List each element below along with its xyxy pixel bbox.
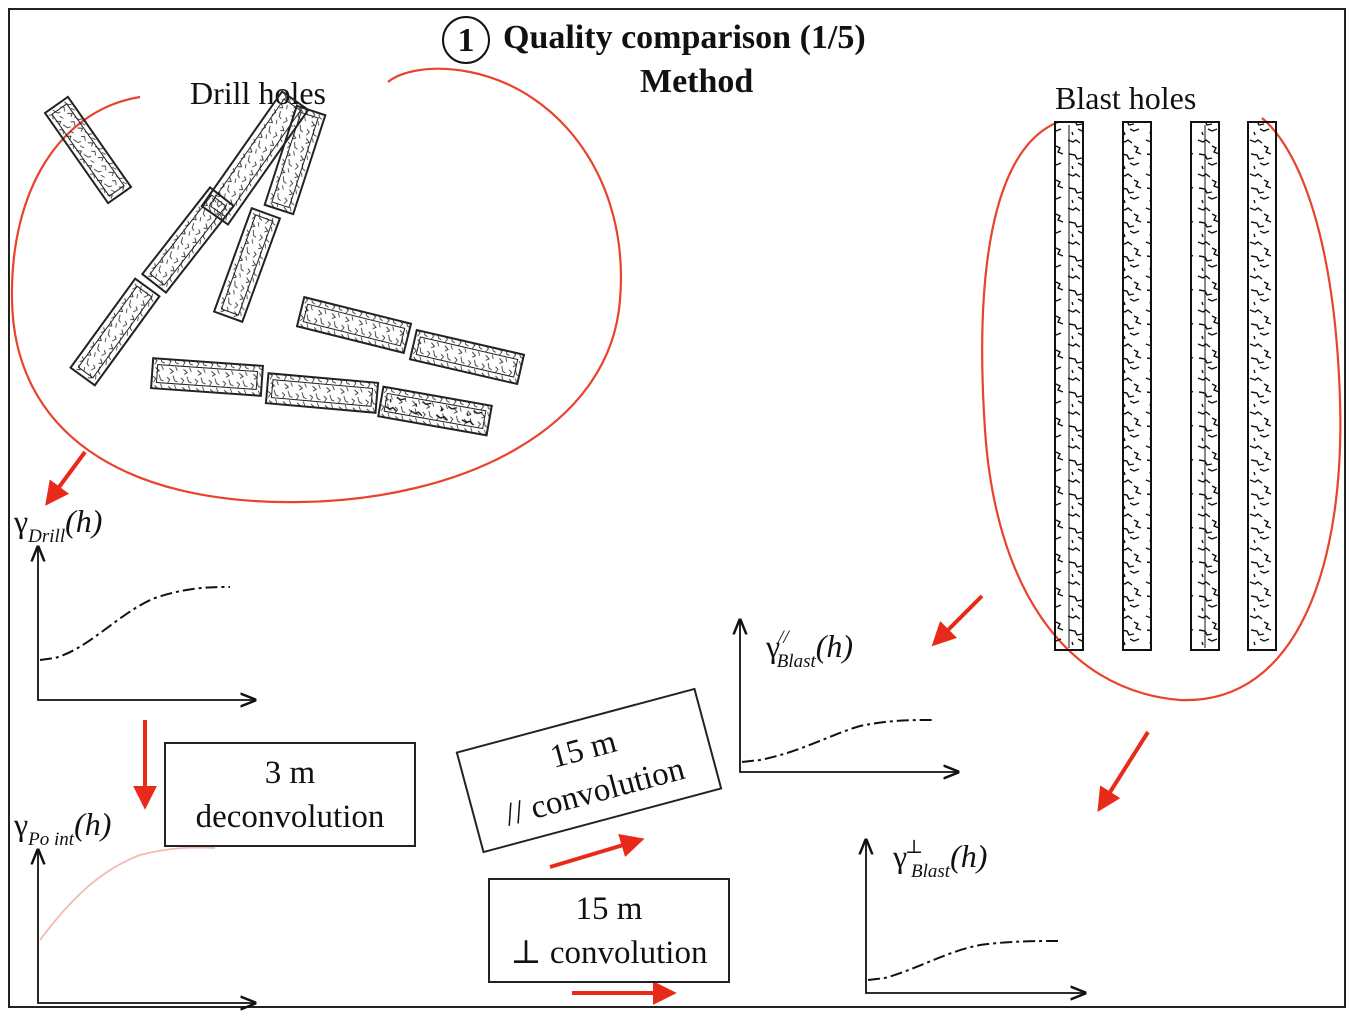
blast-hole-columns [1054, 121, 1277, 651]
blast-perp-variogram-curve [867, 940, 1059, 981]
blast-parallel-variogram-label: γ//Blast(h) [766, 627, 854, 672]
perpendicular-convolution-box: 15 m ⊥ convolution [488, 878, 730, 983]
deconvolution-box-line1: 3 m [264, 755, 316, 791]
blast-holes-group-outline [981, 117, 1342, 702]
blast-parallel-variogram-axes [740, 620, 958, 772]
deconvolution-box-line2: deconvolution [195, 799, 385, 835]
blast-holes-label: Blast holes [1055, 80, 1197, 116]
title-number-badge: 1 [442, 16, 490, 64]
drill-variogram-label: γDrill(h) [14, 503, 103, 547]
point-variogram-axes [38, 850, 255, 1003]
drill-variogram-axes [38, 547, 255, 700]
point-variogram-curve [39, 846, 216, 941]
arrow-drill-to-variogram [45, 450, 87, 506]
drill-holes-group-outline [10, 67, 623, 504]
blast-perp-variogram-label: γ⊥Blast(h) [893, 837, 988, 882]
drill-core-samples [43, 90, 526, 437]
deconvolution-box: 3 m deconvolution [164, 742, 416, 847]
arrow-blast-to-parallel [931, 594, 984, 647]
blast-parallel-variogram-curve [741, 719, 936, 763]
slide-title: Quality comparison (1/5) [503, 19, 866, 56]
perpendicular-convolution-box-line1: 15 m [575, 891, 643, 927]
slide-frame [8, 8, 1346, 1008]
drill-variogram-curve [39, 586, 231, 661]
perpendicular-convolution-box-line2: ⊥ convolution [510, 935, 708, 971]
point-variogram-label: γPo int(h) [14, 806, 112, 850]
drill-holes-label: Drill holes [190, 75, 326, 111]
blast-perp-variogram-axes [866, 840, 1085, 993]
arrow-blast-to-perp [1097, 730, 1150, 813]
arrow-parallel-convolution [549, 834, 645, 869]
slide-subtitle: Method [640, 63, 754, 100]
